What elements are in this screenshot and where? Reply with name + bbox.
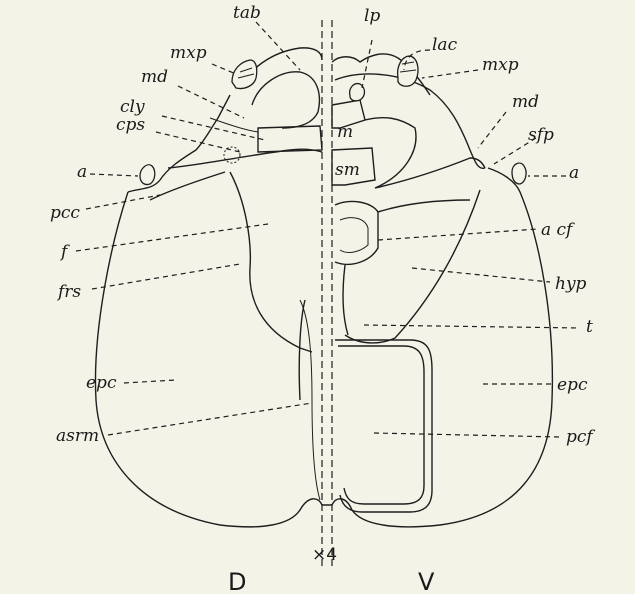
label-a-right: a [569,163,579,183]
small-pore-circle [224,147,240,163]
label-asrm: asrm [56,426,99,446]
hypostome-diagonal [345,190,480,343]
label-m: m [337,122,353,142]
right-cervical-groove [375,158,485,188]
label-epc-left: epc [86,373,117,393]
label-tab: tab [233,3,261,23]
carapace-outline [95,168,552,527]
label-f: f [59,242,70,262]
label-md-left: md [141,67,168,87]
clypeus-outline [258,126,322,152]
label-sm: sm [335,160,360,180]
branchiostegal-rim [300,300,320,500]
labrum-outline [252,72,319,128]
label-cly: cly [120,97,145,117]
label-lac: lac [432,35,458,55]
label-a-left: a [77,162,87,182]
label-t: t [586,317,593,337]
leader-pcf [374,433,560,437]
left-plate-seam [210,118,258,132]
leader-acf [378,229,538,240]
magnification-label: ×4 [312,545,337,565]
dorsal-view-label: D [228,568,246,594]
label-lp: lp [364,6,380,26]
label-frs: frs [56,282,81,302]
anterior-coxal-inner [340,218,368,253]
label-acf: a cf [541,220,575,240]
label-hyp: hyp [555,274,587,294]
posterior-coxal-frame-outer [335,340,432,512]
leader-mxp-right [422,70,478,78]
leader-md-left [178,86,244,118]
anterior-coxal-frame [335,201,378,264]
leader-cps [156,132,240,152]
left-antenna-knob [140,165,155,185]
label-pcc: pcc [50,203,80,223]
leader-a-left [90,174,138,176]
leader-t [364,325,580,328]
leader-lp [362,40,372,88]
label-md-right: md [512,92,539,112]
leader-hyp [412,268,550,282]
leader-epc-left [124,380,176,383]
label-sfp: sfp [528,125,554,145]
right-antenna-knob [512,163,526,184]
leader-f [76,224,268,251]
leader-mxp-left [212,64,236,74]
ventral-view-label: V [418,568,435,594]
left-frontal-rim [150,172,225,200]
label-pcf: pcf [566,427,595,447]
cervical-groove-left [168,149,322,168]
leader-md-right [478,112,506,148]
frontal-suture-left [230,172,312,352]
hypostome-suture [378,200,470,212]
label-epc-right: epc [557,375,588,395]
label-mxp-left: mxp [170,43,207,63]
label-mxp-right: mxp [482,55,519,75]
leader-frs [92,264,240,289]
leader-asrm [108,403,312,435]
t-junction [343,265,348,335]
posterior-coxal-frame-inner [338,346,424,504]
label-cps: cps [116,115,145,135]
